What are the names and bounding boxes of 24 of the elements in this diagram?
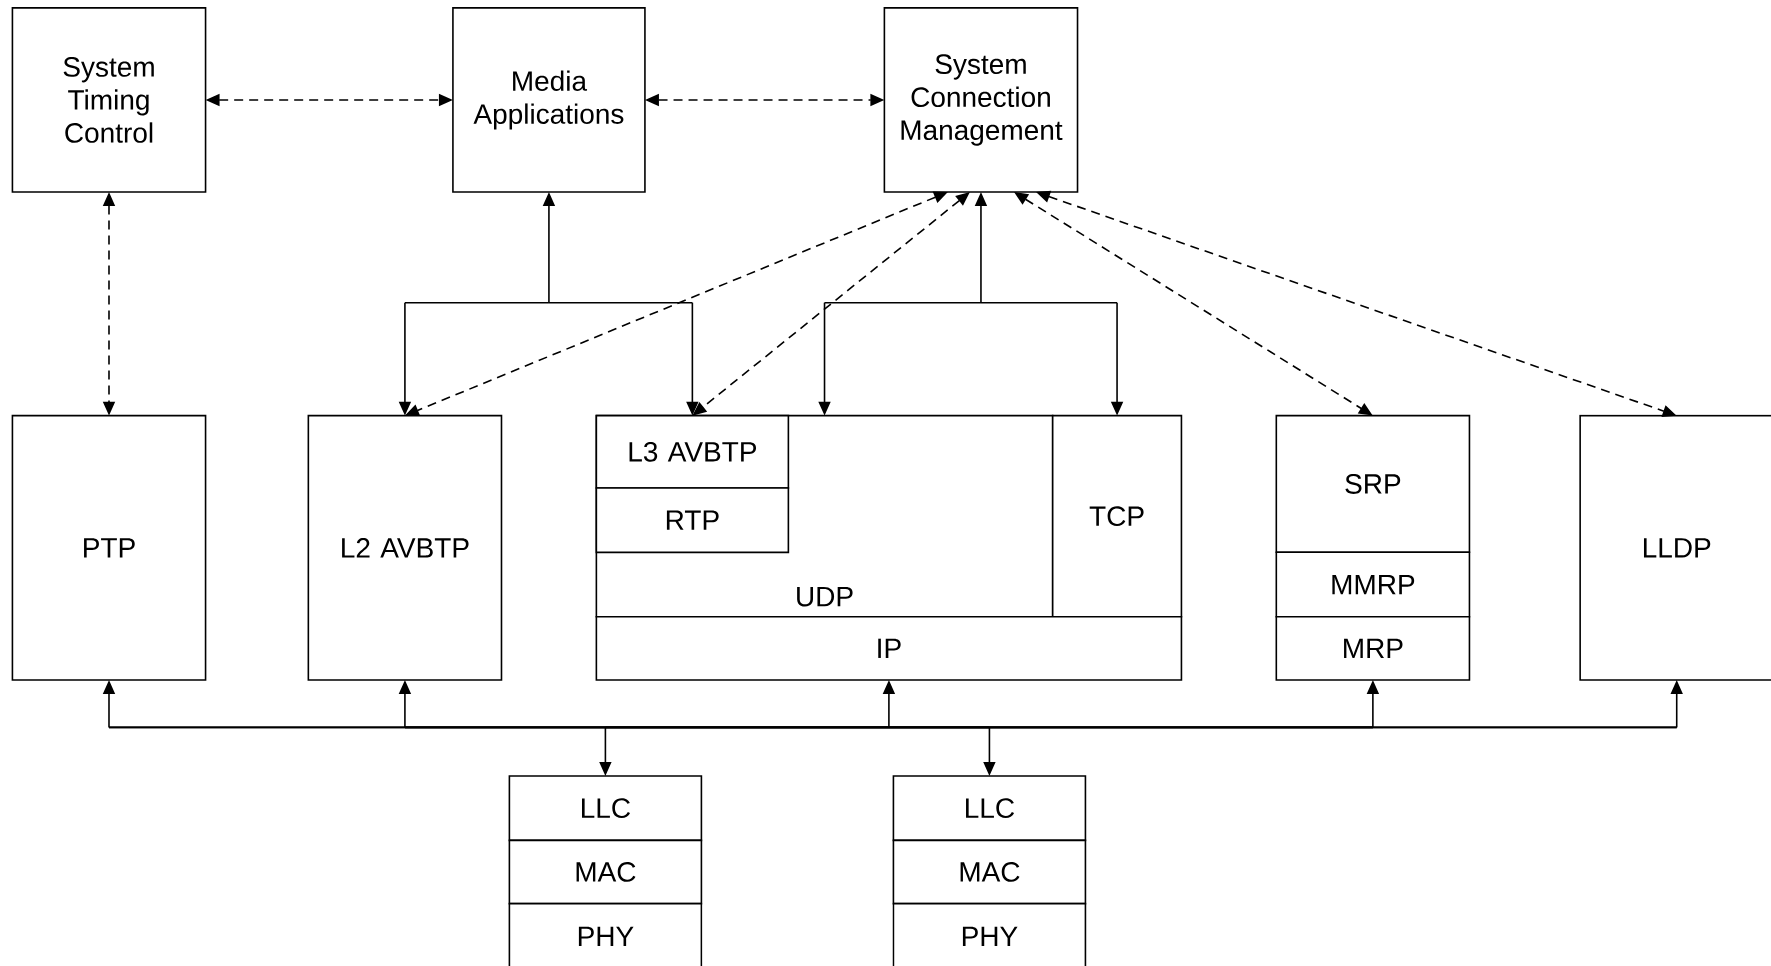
connector-line <box>823 301 982 304</box>
connector-line <box>980 301 1118 304</box>
protocol-box: MMRP <box>1275 551 1471 618</box>
layer-box: LLC <box>892 775 1087 842</box>
connector-line <box>548 301 694 304</box>
connector-line <box>888 726 991 729</box>
layer-box: PHY <box>508 902 703 966</box>
system-box: System Timing Control <box>11 7 207 193</box>
layer-box: MAC <box>508 839 703 905</box>
protocol-box: L3 AVBTP <box>595 414 790 489</box>
protocol-box: LLDP <box>1579 414 1771 681</box>
system-box: System Connection Management <box>883 7 1079 193</box>
protocol-box: PTP <box>11 414 207 681</box>
connector-line <box>404 301 550 304</box>
connector-line <box>988 726 1678 729</box>
layer-box: MAC <box>892 839 1087 905</box>
protocol-box: L2 AVBTP <box>307 414 503 681</box>
protocol-box: MRP <box>1275 615 1471 681</box>
system-box: Media Applications <box>452 7 646 193</box>
layer-box: PHY <box>892 902 1087 966</box>
layer-box: LLC <box>508 775 703 842</box>
protocol-box: IP <box>595 615 1183 681</box>
protocol-box: TCP <box>1051 414 1183 618</box>
protocol-box: RTP <box>595 487 790 554</box>
